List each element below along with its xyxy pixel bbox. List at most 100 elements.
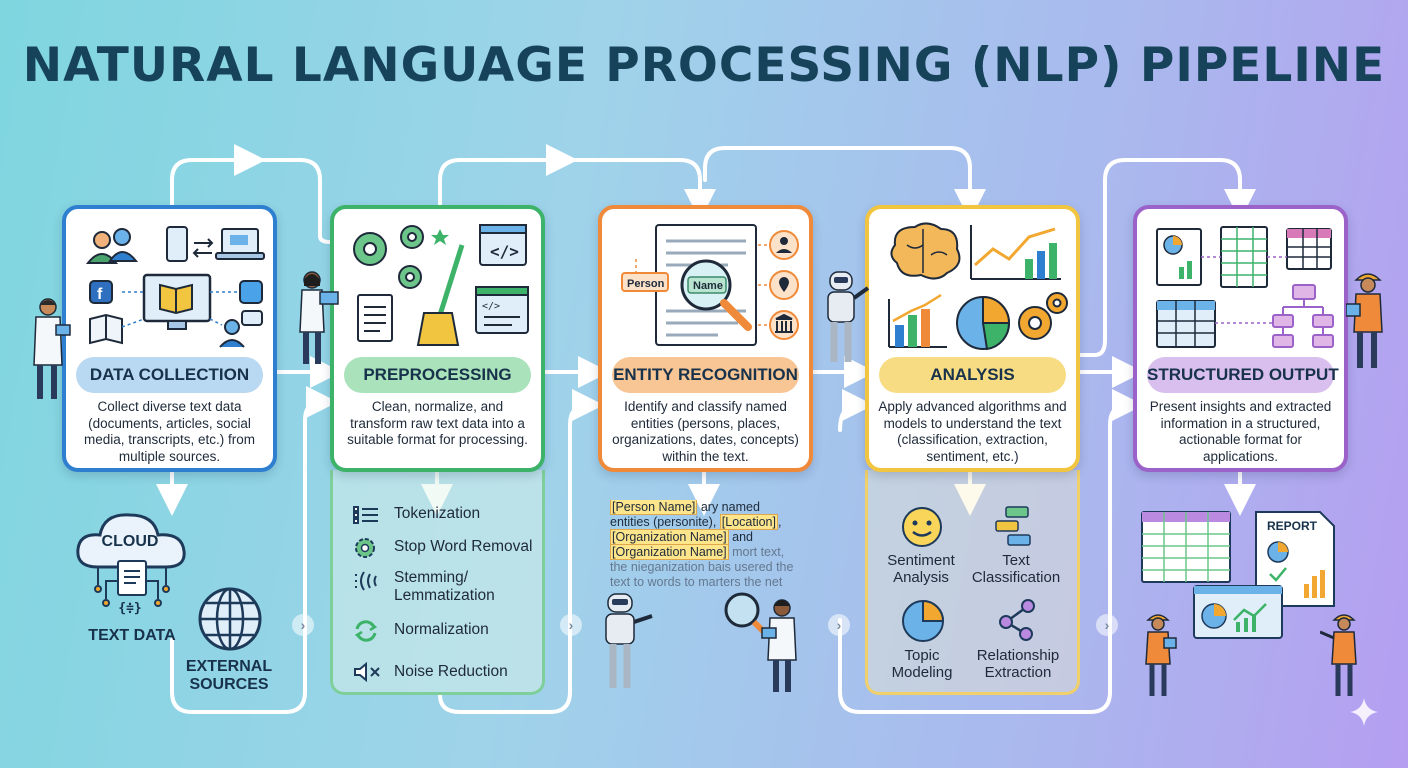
analysis-types-panel — [865, 470, 1080, 695]
stage-title: ANALYSIS — [879, 357, 1066, 393]
scientist-magnifier-figure — [724, 592, 797, 692]
page-title: NATURAL LANGUAGE PROCESSING (NLP) PIPELI… — [22, 38, 1386, 93]
code-window-icon: </> — [479, 224, 527, 266]
text-symbol: {≑} — [118, 601, 142, 616]
stage-description: Apply advanced algorithms and models to … — [878, 399, 1067, 464]
analysis-type-label: Relationship Extraction — [976, 647, 1060, 681]
stage-title: ENTITY RECOGNITION — [612, 357, 799, 393]
bottom-loop-4-5 — [838, 389, 1144, 714]
step-label: Noise Reduction — [394, 663, 508, 680]
analysis-type-label: Topic Modeling — [891, 647, 953, 681]
step-noise-reduction: Noise Reduction — [352, 661, 537, 683]
stage-card-analysis: ANALYSIS Apply advanced algorithms and m… — [865, 205, 1080, 472]
mute-icon — [354, 661, 380, 683]
pie-chart-icon — [902, 599, 945, 642]
step-label: Normalization — [394, 621, 489, 638]
users-icon — [85, 228, 139, 264]
scientist-figure — [33, 298, 71, 399]
step-label: Stop Word Removal — [394, 538, 533, 555]
table-icon — [1220, 226, 1268, 288]
chevron-right-icon: › — [828, 614, 850, 636]
svg-text:</>: </> — [490, 242, 519, 261]
sparkle-icon — [1350, 698, 1378, 726]
person-name-highlight: [Person Name] — [610, 500, 698, 515]
stage-card-structured-output: STRUCTURED OUTPUT Present insights and e… — [1133, 205, 1348, 472]
person-icon — [769, 230, 799, 260]
stage-card-data-collection: f DATA COLLECTION Collect diverse text d… — [62, 205, 277, 472]
entity-sample-text: [Person Name] ary named entities (person… — [610, 500, 800, 610]
bottom-loop-2-3 — [438, 389, 604, 714]
analysis-illustration — [888, 222, 1068, 351]
analysis-type-label: Sentiment Analysis — [887, 552, 955, 586]
chevron-right-icon: › — [1096, 614, 1118, 636]
phone-icon — [166, 226, 188, 262]
list-icon — [353, 506, 378, 524]
preprocessing-steps-panel — [330, 470, 545, 695]
loop-1-2 — [170, 158, 332, 244]
gears-icon — [353, 225, 424, 289]
smiley-icon — [902, 507, 942, 547]
person-tag: Person — [627, 278, 665, 290]
robot-pointing-figure — [605, 593, 653, 688]
stage-card-preprocessing: </> </> PREPROCESSING Clean, normalize, … — [330, 205, 545, 472]
structured-output-illustration — [1156, 226, 1334, 348]
location-highlight: [Location] — [719, 514, 778, 530]
stage-title: STRUCTURED OUTPUT — [1147, 357, 1339, 393]
loop-2-3 — [438, 158, 716, 221]
sample-text: , — [778, 515, 782, 529]
gear-icon — [355, 538, 375, 558]
step-normalization: Normalization — [352, 619, 537, 642]
person-chat-icon — [219, 310, 263, 348]
spreadsheet-icon — [1286, 228, 1332, 270]
stage-description: Identify and classify named entities (pe… — [612, 399, 799, 464]
svg-text:</>: </> — [482, 301, 500, 312]
output-documents-illustration — [1141, 511, 1335, 639]
step-tokenization: Tokenization — [352, 505, 537, 525]
organization-highlight: [Organization Name] — [610, 544, 729, 560]
chevron-right-icon: › — [560, 614, 582, 636]
location-icon — [769, 270, 799, 300]
stage-description: Clean, normalize, and transform raw text… — [347, 399, 528, 447]
step-stop-word-removal: Stop Word Removal — [352, 537, 537, 559]
analysis-type-label: Text Classification — [971, 552, 1061, 586]
sound-wave-icon — [355, 571, 377, 591]
facebook-icon — [89, 280, 113, 304]
brain-icon — [890, 222, 961, 280]
name-tag: Name — [693, 280, 723, 292]
step-stemming: Stemming/ Lemmatization — [352, 568, 537, 608]
open-book-icon — [89, 313, 123, 345]
worker-figure — [1346, 273, 1383, 368]
loop-3-4 — [703, 146, 986, 221]
sample-text: ary named entities (personite), — [610, 500, 760, 529]
organization-highlight: [Organization Name] — [610, 529, 729, 545]
external-sources-label: EXTERNAL SOURCES — [185, 658, 273, 693]
laptop-icon — [215, 228, 265, 260]
robot-figure — [827, 271, 870, 362]
bar-chart-icon — [888, 293, 947, 348]
org-chart-icon — [1272, 284, 1334, 348]
sample-text: and — [728, 530, 753, 544]
cloud-label: CLOUD — [101, 533, 159, 550]
cycle-icon — [354, 620, 378, 642]
line-chart-icon — [970, 225, 1061, 280]
loop-4-5 — [1078, 158, 1256, 357]
worker-pointing-figure — [1320, 614, 1357, 696]
stage-description: Present insights and extracted informati… — [1149, 399, 1332, 464]
step-label: Tokenization — [394, 505, 481, 522]
monitor-book-icon — [142, 273, 212, 330]
bottom-loop-1-2 — [170, 386, 338, 714]
stage-title: DATA COLLECTION — [76, 357, 263, 393]
step-label: Stemming/ Lemmatization — [394, 569, 495, 604]
globe-icon — [198, 587, 262, 651]
svg-text:f: f — [97, 286, 103, 303]
sample-text: mort text, the nieganization bais usered… — [610, 545, 794, 589]
entity-recognition-illustration: Person Name — [621, 224, 799, 346]
twitter-icon — [239, 280, 263, 304]
broom-icon — [416, 244, 465, 346]
pie-chart-icon — [956, 295, 1011, 351]
worker-tablet-figure — [1145, 614, 1177, 696]
data-collection-illustration: f — [85, 226, 265, 348]
stage-title: PREPROCESSING — [344, 357, 531, 393]
preprocessing-illustration: </> </> — [353, 224, 529, 346]
